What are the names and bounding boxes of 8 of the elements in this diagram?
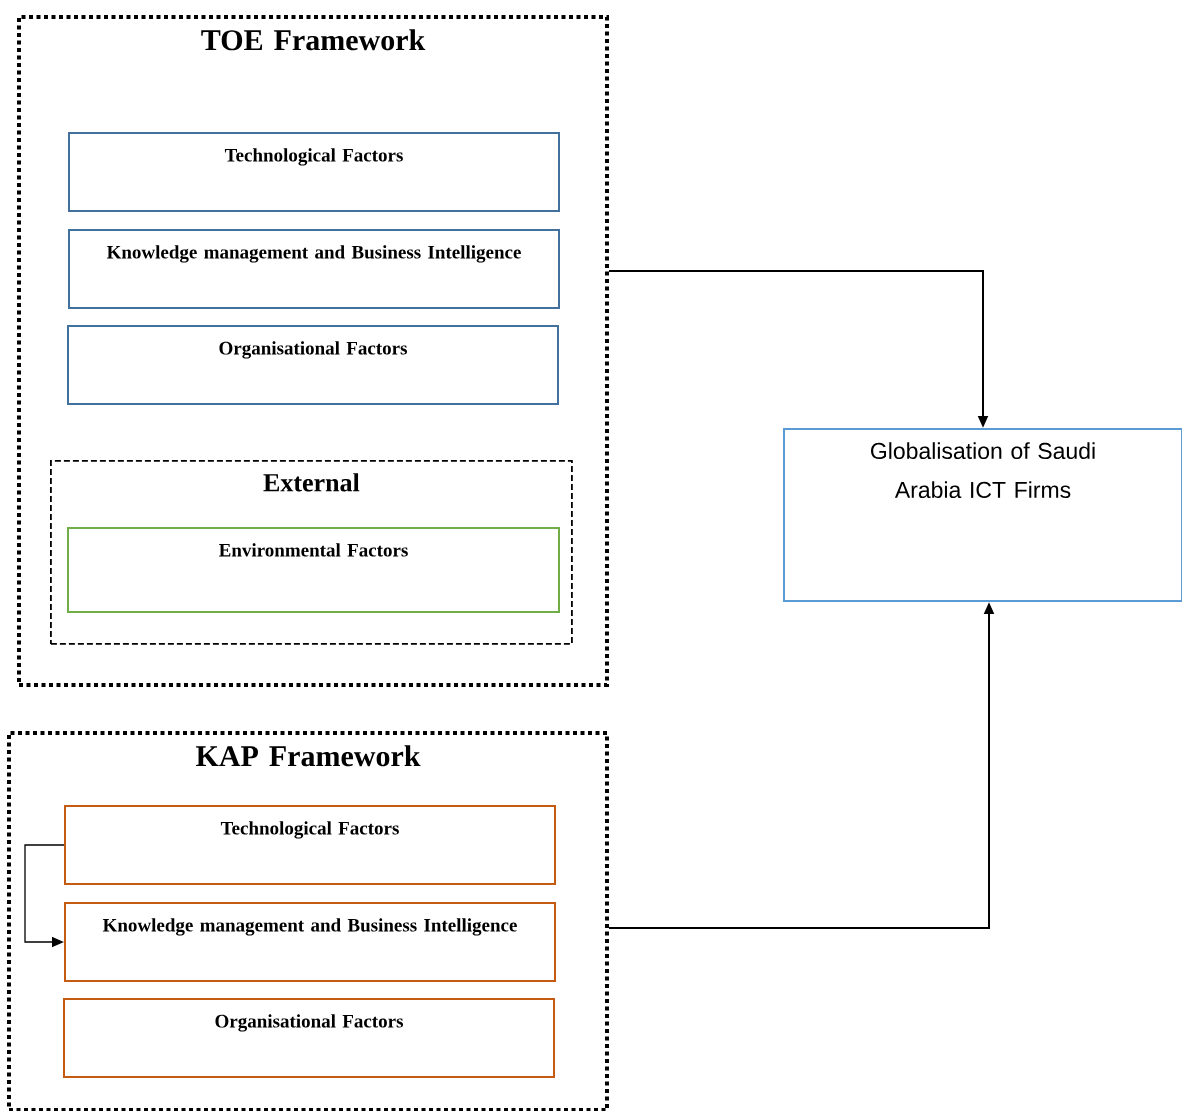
- factor-box: Knowledge management and Business Intelligence: [68, 229, 560, 309]
- factor-box: Organisational Factors: [63, 998, 555, 1078]
- factor-box: Organisational Factors: [67, 325, 559, 405]
- factor-box: Knowledge management and Business Intelligence: [64, 902, 556, 982]
- factor-box: Environmental Factors: [67, 527, 560, 613]
- factor-box: Technological Factors: [64, 805, 556, 885]
- outcome-box: Globalisation of Saudi Arabia ICT Firms: [783, 428, 1182, 602]
- factor-box: Technological Factors: [68, 132, 560, 212]
